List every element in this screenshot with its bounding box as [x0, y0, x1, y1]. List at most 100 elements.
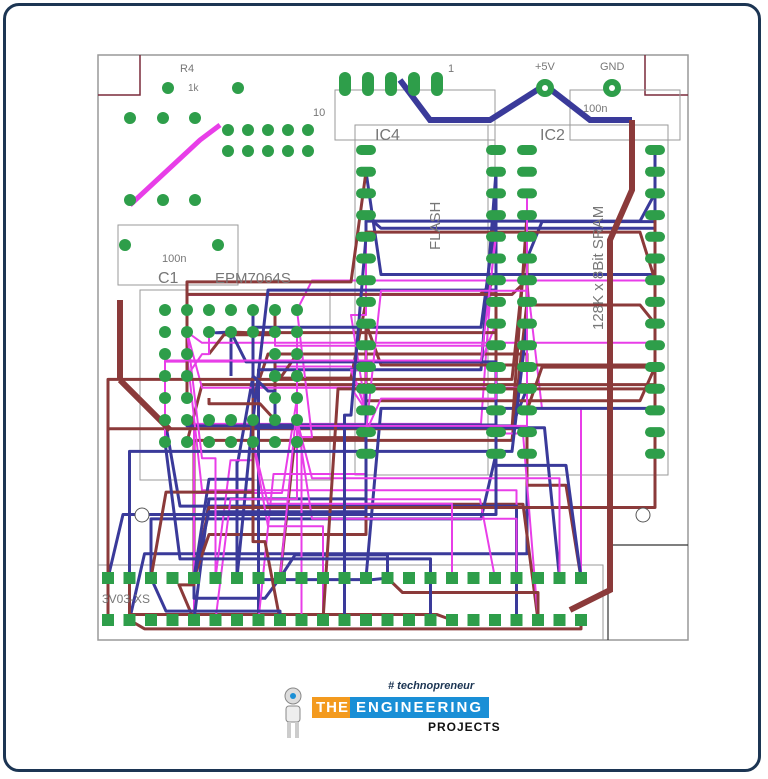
trace — [186, 332, 210, 377]
connector-pad — [381, 572, 394, 584]
plcc-pad — [159, 304, 171, 316]
ic-pad — [356, 166, 376, 177]
trace — [186, 331, 217, 578]
ic-pad — [645, 188, 665, 199]
plcc-pad — [159, 436, 171, 448]
pads — [102, 72, 665, 626]
plcc-pad — [247, 414, 259, 426]
ic-pad — [517, 383, 537, 394]
trace — [106, 432, 498, 579]
plcc-pad — [181, 326, 193, 338]
connector-pad — [510, 572, 523, 584]
ground-trace — [568, 120, 635, 613]
trace — [163, 441, 432, 620]
ic-pad — [645, 166, 665, 177]
ic-pad — [486, 340, 506, 351]
ic-pad — [645, 405, 665, 416]
plcc-pad — [225, 436, 237, 448]
ic-pad — [645, 296, 665, 307]
label-gnd: GND — [600, 61, 625, 73]
plcc-pad — [203, 436, 215, 448]
header-pad — [282, 124, 294, 136]
plcc-pad — [225, 326, 237, 338]
ic-pad — [486, 427, 506, 438]
label-sram: 128K x 8Bit SRAM — [590, 206, 607, 330]
connector-pad — [274, 572, 286, 584]
pcb-layout-view: R4 1k 10 1 +5V GND IC4 IC2 100n 100n C1 … — [70, 14, 700, 669]
ic-pad — [486, 448, 506, 459]
plcc-pad — [269, 326, 281, 338]
logo-the: THE — [312, 697, 353, 718]
ic-pad — [645, 253, 665, 264]
ic-pad — [356, 383, 376, 394]
connector-pad — [575, 572, 587, 584]
connector-pad — [209, 614, 222, 626]
connector-pad — [532, 614, 544, 626]
trace — [365, 193, 528, 433]
component-pad — [157, 194, 169, 206]
plcc-pad — [181, 370, 193, 382]
ic-pad — [356, 145, 376, 155]
header-pad — [262, 145, 274, 157]
ic-pad — [486, 362, 506, 372]
plcc-pad — [291, 392, 303, 404]
plcc-pad — [181, 348, 193, 360]
connector-pad — [102, 572, 114, 584]
plcc-pad — [181, 414, 193, 426]
connector-pad — [338, 572, 351, 584]
trace — [365, 367, 497, 433]
component-pad — [189, 194, 201, 206]
header-pad — [242, 124, 254, 136]
ic-pad — [517, 296, 537, 307]
connector-pad — [510, 614, 523, 626]
plcc-pad — [225, 414, 237, 426]
ic-pad — [517, 231, 537, 242]
trace — [251, 374, 277, 420]
component-pad — [232, 82, 244, 94]
header-pad — [302, 145, 314, 157]
connector-pad — [145, 614, 157, 626]
plcc-pad — [181, 436, 193, 448]
ic-pad — [517, 253, 537, 264]
plcc-pad — [291, 326, 303, 338]
label-ic4: IC4 — [375, 127, 400, 144]
header-pin — [408, 72, 420, 96]
connector-pad — [295, 572, 308, 584]
trace — [252, 441, 453, 578]
trace — [207, 398, 277, 422]
logo-projects: PROJECTS — [428, 720, 501, 734]
plcc-pad — [159, 326, 171, 338]
ic-pad — [517, 405, 537, 416]
plcc-pad — [247, 326, 259, 338]
connector-pad — [467, 614, 480, 626]
ic-pad — [645, 145, 665, 155]
connector-pad — [489, 572, 501, 584]
ic-pad — [645, 275, 665, 286]
ic-pad — [517, 318, 537, 329]
ic-pad — [517, 340, 537, 351]
connector-pad — [403, 614, 415, 626]
connector-pad — [123, 614, 136, 626]
header-pin — [339, 72, 351, 96]
logo-engineering: ENGINEERING — [350, 697, 490, 718]
label-c1-value: 100n — [162, 253, 186, 265]
ic-pad — [486, 253, 506, 264]
ic-pad — [517, 188, 537, 199]
ic-pad — [356, 340, 376, 351]
plcc-pad — [181, 304, 193, 316]
plcc-pad — [225, 304, 237, 316]
label-cpld: EPM7064S — [215, 270, 291, 287]
component-outline — [97, 564, 604, 641]
ic-pad — [356, 427, 376, 438]
power-pad-hole — [542, 85, 548, 91]
plcc-pad — [159, 348, 171, 360]
connector-pad — [188, 614, 200, 626]
plcc-pad — [159, 392, 171, 404]
connector-pad — [553, 572, 566, 584]
ic-pad — [645, 427, 665, 438]
header-pin — [385, 72, 397, 96]
ic-pad — [486, 275, 506, 286]
ic-pad — [517, 210, 537, 221]
ic-pad — [645, 210, 665, 221]
ic-pad — [517, 275, 537, 286]
